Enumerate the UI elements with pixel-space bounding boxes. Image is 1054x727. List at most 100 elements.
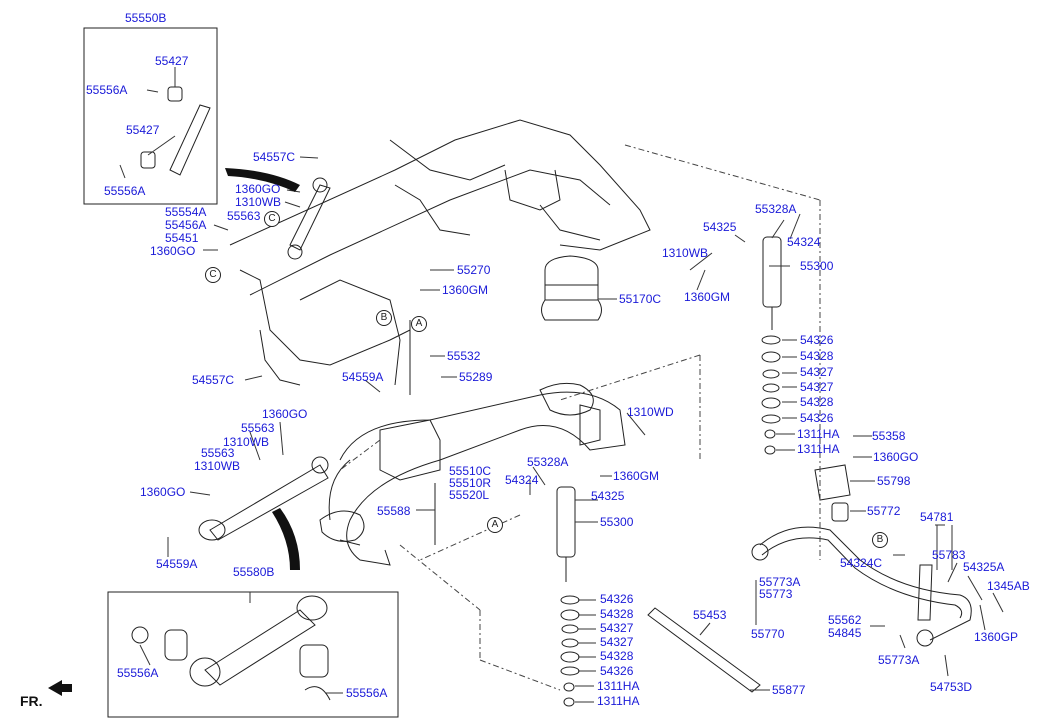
part-label[interactable]: 54324 [787, 235, 821, 249]
axle-center-bracket [379, 419, 441, 481]
part-label[interactable]: 1360GM [442, 283, 489, 297]
part-label[interactable]: 55580B [233, 565, 275, 579]
part-label[interactable]: 54324 [505, 473, 539, 487]
part-label[interactable]: 55556A [104, 184, 146, 198]
part-label[interactable]: 55563 [227, 209, 261, 223]
direction-swoosh-lower [272, 508, 300, 570]
part-label[interactable]: 1360GO [235, 182, 281, 196]
part-label[interactable]: 54327 [600, 621, 634, 635]
part-label[interactable]: 54325 [703, 220, 737, 234]
part-label[interactable]: 55300 [800, 259, 834, 273]
part-label[interactable]: 55270 [457, 263, 491, 277]
part-label[interactable]: 54324C [840, 556, 883, 570]
part-label[interactable]: 55556A [86, 83, 128, 97]
marker-b: B [872, 532, 888, 548]
part-label[interactable]: 55170C [619, 292, 662, 306]
part-label[interactable]: 55427 [126, 123, 160, 137]
part-label[interactable]: 55328A [755, 202, 797, 216]
part-label[interactable]: 1360GM [684, 290, 731, 304]
stabilizer-bushing [831, 502, 849, 522]
part-label[interactable]: 55453 [693, 608, 727, 622]
part-label[interactable]: 1311HA [797, 427, 840, 441]
marker-b: B [376, 310, 392, 326]
part-label[interactable]: 55556A [346, 686, 388, 700]
part-label[interactable]: 54328 [800, 349, 834, 363]
tie-plate [647, 607, 761, 693]
part-label[interactable]: 54328 [600, 607, 634, 621]
part-label[interactable]: 54327 [800, 380, 834, 394]
part-label[interactable]: 1360GO [262, 407, 308, 421]
part-label[interactable]: 54557C [192, 373, 235, 387]
part-label[interactable]: 55770 [751, 627, 785, 641]
part-label[interactable]: 55358 [872, 429, 906, 443]
part-label[interactable]: 55563 [241, 421, 275, 435]
part-label[interactable]: 54328 [600, 649, 634, 663]
part-label[interactable]: 54326 [800, 333, 834, 347]
part-label[interactable]: 1311HA [597, 694, 640, 708]
part-label[interactable]: 54326 [800, 411, 834, 425]
part-label[interactable]: 55773A [759, 575, 801, 589]
part-label[interactable]: 55427 [155, 54, 189, 68]
part-label[interactable]: 55300 [600, 515, 634, 529]
upper-arm [289, 184, 331, 251]
part-label[interactable]: 1310WB [223, 435, 270, 449]
axle-beam [339, 391, 626, 566]
part-label[interactable]: 55773 [759, 587, 793, 601]
part-label[interactable]: 55289 [459, 370, 493, 384]
part-label[interactable]: 1360GM [613, 469, 660, 483]
part-label[interactable]: 54325A [963, 560, 1005, 574]
part-label[interactable]: 55451 [165, 231, 199, 245]
part-label[interactable]: 1311HA [597, 679, 640, 693]
frame-crossmember [239, 269, 411, 366]
part-label[interactable]: 55588 [377, 504, 411, 518]
front-arrow-icon [48, 680, 72, 696]
stabilizer-link [917, 564, 933, 621]
part-label[interactable]: 54845 [828, 626, 862, 640]
part-label[interactable]: 54325 [591, 489, 625, 503]
frame-rail-outline [229, 119, 651, 251]
part-label[interactable]: 54559A [342, 370, 384, 384]
inset-lower-arm [204, 609, 316, 686]
part-label[interactable]: 1310WB [235, 195, 282, 209]
part-label[interactable]: 55773A [878, 653, 920, 667]
part-label[interactable]: 54557C [253, 150, 296, 164]
lower-arm-inset-box [107, 591, 399, 718]
part-label[interactable]: 55556A [117, 666, 159, 680]
part-label[interactable]: 54328 [800, 395, 834, 409]
part-label[interactable]: 55520L [449, 488, 490, 502]
part-label[interactable]: 54327 [800, 365, 834, 379]
part-label[interactable]: 55563 [201, 446, 235, 460]
part-label[interactable]: 1310WB [662, 246, 709, 260]
part-label[interactable]: 54781 [920, 510, 954, 524]
part-label[interactable]: 1360GP [974, 630, 1019, 644]
part-label[interactable]: 54753D [930, 680, 973, 694]
part-label[interactable]: 55798 [877, 474, 911, 488]
part-label[interactable]: 1360GO [873, 450, 919, 464]
part-label[interactable]: 1311HA [797, 442, 840, 456]
shock-absorber-left [556, 486, 576, 558]
frame-rail-lower [249, 169, 611, 296]
part-label[interactable]: 54327 [600, 635, 634, 649]
part-label[interactable]: 1360GO [150, 244, 196, 258]
part-label[interactable]: 55783 [932, 548, 966, 562]
part-label[interactable]: 55328A [527, 455, 569, 469]
part-label[interactable]: 1310WB [194, 459, 241, 473]
part-label[interactable]: 55550B [125, 11, 167, 25]
part-label[interactable]: 55532 [447, 349, 481, 363]
part-label[interactable]: 1345AB [987, 579, 1030, 593]
bushing-stack-right [761, 335, 781, 455]
part-label[interactable]: 55554A [165, 205, 207, 219]
part-label[interactable]: 1310WD [627, 405, 674, 419]
part-label[interactable]: 54559A [156, 557, 198, 571]
part-label[interactable]: 54326 [600, 664, 634, 678]
part-label[interactable]: 55510R [449, 476, 492, 490]
part-label[interactable]: 54326 [600, 592, 634, 606]
part-label[interactable]: 55456A [165, 218, 207, 232]
part-label[interactable]: 55510C [449, 464, 492, 478]
part-label[interactable]: 1360GO [140, 485, 186, 499]
part-label[interactable]: 55562 [828, 613, 862, 627]
part-label[interactable]: 55877 [772, 683, 806, 697]
stabilizer-bracket [814, 464, 851, 501]
part-label[interactable]: 55772 [867, 504, 901, 518]
